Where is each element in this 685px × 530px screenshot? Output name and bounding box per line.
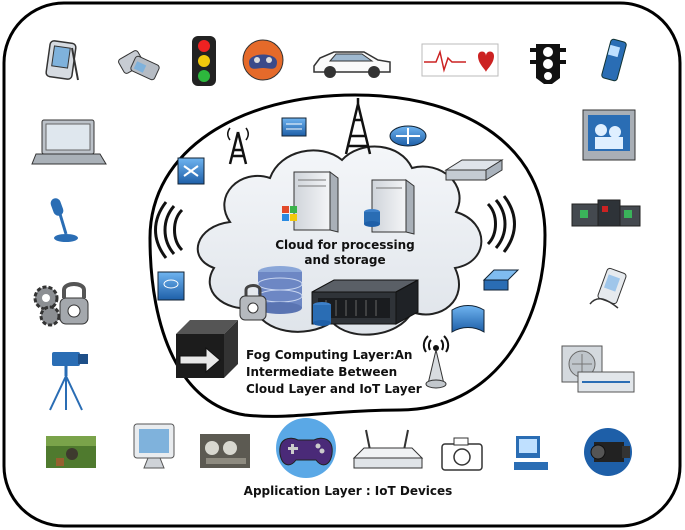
computer-icon <box>514 436 548 470</box>
fog-label-line-1: Fog Computing Layer:An <box>246 348 413 362</box>
fog-label-line-3: Cloud Layer and IoT Layer <box>246 382 422 396</box>
tv-screen-icon <box>582 109 636 161</box>
fog-gateway-icon <box>451 305 485 333</box>
gamepad-icon <box>242 39 284 81</box>
application-layer-label: Application Layer : IoT Devices <box>243 484 453 498</box>
database-cylinder-icon <box>257 266 303 314</box>
camcorder-icon <box>584 428 632 476</box>
cloud-server-windows-icon <box>282 171 339 233</box>
traffic-light-icon <box>192 36 216 86</box>
mobile-phone-icon <box>601 38 627 82</box>
monitor-icon <box>133 423 175 469</box>
game-controller-icon <box>276 418 336 478</box>
lock-icon <box>239 284 267 321</box>
router-icon <box>352 429 424 469</box>
camera-icon <box>441 437 483 471</box>
gears-lock-icon <box>33 282 89 327</box>
transmission-tower-icon <box>344 98 372 155</box>
database-small-icon <box>313 302 331 326</box>
air-conditioner-icon <box>561 345 635 393</box>
fog-label-line-2: Intermediate Between <box>246 365 398 379</box>
network-switch-icon <box>177 157 205 185</box>
handheld-icon <box>589 267 627 309</box>
heartbeat-icon <box>421 43 499 77</box>
gateway-cube-icon <box>176 320 238 378</box>
network-module-icon <box>281 117 307 137</box>
field-photo-icon <box>46 436 96 468</box>
fog-node-icon <box>482 269 520 291</box>
flip-phone-icon <box>118 50 160 81</box>
car-icon <box>313 51 391 78</box>
cell-tower-icon <box>227 127 249 165</box>
meters-photo-icon <box>200 434 250 468</box>
signal-waves-left-icon <box>154 201 184 259</box>
storage-module-icon <box>157 271 185 301</box>
microphone-icon <box>50 198 78 242</box>
camera-tripod-icon <box>49 352 88 411</box>
cloud-server-database-icon <box>364 179 415 235</box>
pda-icon <box>45 40 79 81</box>
signal-waves-right-icon <box>486 195 516 253</box>
traffic-signal-icon <box>530 44 566 84</box>
router-hub-icon <box>389 125 427 147</box>
flat-switch-icon <box>444 159 504 181</box>
cloud-layer-label: Cloud for processing and storage <box>275 238 415 267</box>
fog-layer-label: Fog Computing Layer:An Intermediate Betw… <box>246 347 446 398</box>
laptop-icon <box>31 119 107 165</box>
fog-antenna-icon <box>422 335 450 389</box>
network-devices-icon <box>571 199 641 227</box>
